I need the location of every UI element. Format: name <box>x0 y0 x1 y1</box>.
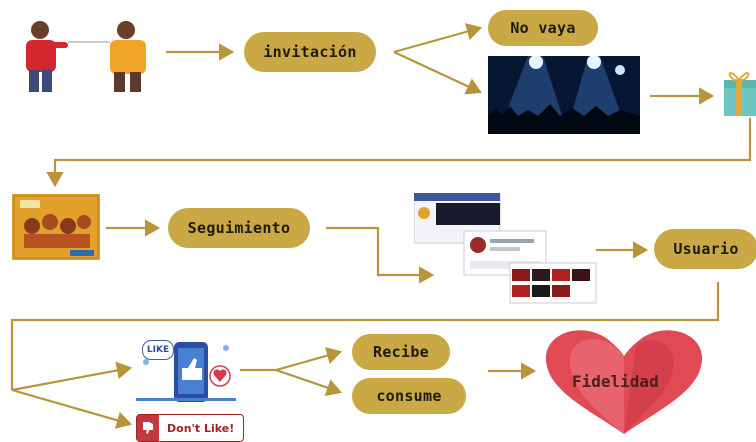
facebook-page-screenshots <box>414 193 597 304</box>
like-phone-illustration: LIKE <box>136 336 236 408</box>
dont-like-label: Don't Like! <box>167 421 235 435</box>
recibe-node: Recibe <box>352 334 450 370</box>
phone-icon <box>136 342 236 402</box>
heart-icon <box>545 330 703 434</box>
arrow-to-recibe <box>240 347 343 372</box>
people-talking-image <box>26 21 146 92</box>
like-bubble: LIKE <box>142 340 174 360</box>
arrow-to-consume <box>275 368 343 397</box>
consume-node: consume <box>352 378 466 414</box>
concert-image <box>488 56 640 134</box>
arrow-to-facebook <box>326 226 435 284</box>
band-poster-image <box>12 194 100 260</box>
connector-to-row3 <box>10 282 720 390</box>
arrow-to-dislike <box>11 388 133 429</box>
fidelidad-label: Fidelidad <box>572 372 659 391</box>
seguimiento-node: Seguimiento <box>168 208 310 248</box>
arrow-to-poster <box>46 118 752 188</box>
gift-box-icon <box>724 72 756 116</box>
dont-like-badge: Don't Like! <box>136 414 244 442</box>
arrow-to-like <box>11 361 133 392</box>
no-vaya-node: No vaya <box>488 10 598 46</box>
arrow-to-concert <box>393 51 482 95</box>
arrow-to-no-vaya <box>393 23 483 54</box>
usuario-node: Usuario <box>654 229 756 269</box>
invitacion-node: invitación <box>244 32 376 72</box>
thumbs-down-icon <box>137 415 159 441</box>
